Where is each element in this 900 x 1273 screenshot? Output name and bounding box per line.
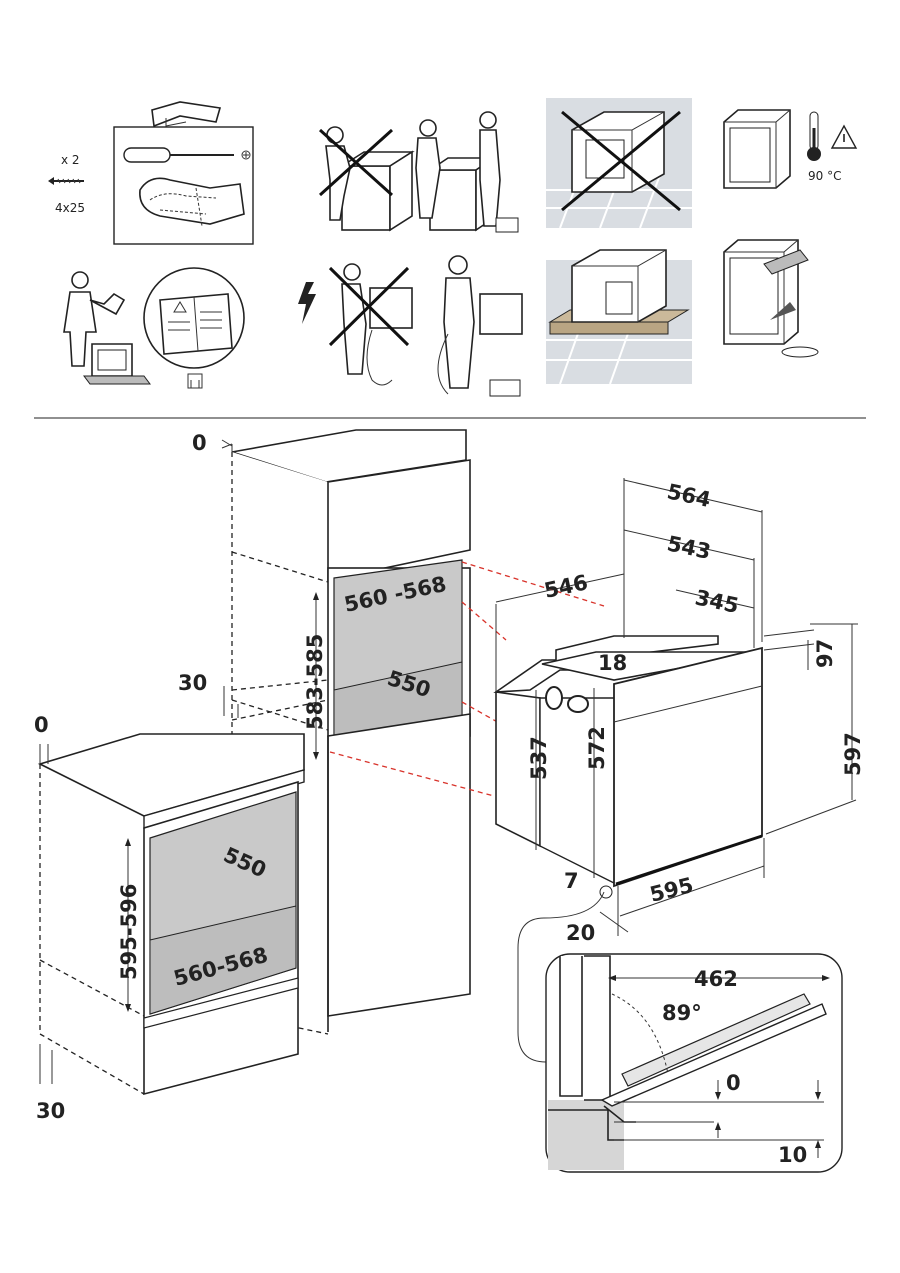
column-top-gap: 0 [192, 431, 207, 455]
oven-panel-top: 97 [813, 639, 837, 668]
oven-on-base-illustration [546, 249, 692, 385]
thermometer-icon [807, 111, 821, 161]
lightning-icon [298, 282, 316, 324]
column-cabinet [221, 429, 471, 1035]
electrical-warning [298, 255, 523, 397]
screw-kit-icon: x 2 4x25 [48, 153, 85, 215]
tools-box [113, 101, 254, 245]
base-top-gap: 0 [34, 713, 49, 737]
screw-size: 4x25 [55, 201, 85, 215]
door-gap-bottom: 10 [778, 1143, 807, 1167]
cabinet-cleaning-illustration [723, 239, 819, 358]
temperature-label: 90 °C [808, 169, 841, 183]
door-angle: 89° [662, 1001, 702, 1025]
oven-front-offset: 20 [566, 921, 595, 945]
oven-body-height: 537 [527, 736, 551, 780]
screw-quantity: x 2 [61, 153, 80, 167]
no-lifting-by-door-warning [546, 98, 692, 229]
base-cutout-height: 595-596 [117, 884, 141, 980]
base-bottom-gap: 30 [36, 1099, 65, 1123]
lifting-warning [318, 111, 519, 233]
door-length: 462 [694, 967, 738, 991]
oven-bottom-gap: 7 [564, 869, 579, 893]
screwdriver-icon [123, 147, 251, 163]
oven-top-offset: 18 [598, 651, 627, 675]
warning-triangle-icon [830, 124, 858, 149]
oven-unit [493, 635, 763, 899]
base-cabinet [37, 733, 305, 1096]
door-detail-inset [517, 891, 843, 1173]
oven-side-depth: 546 [542, 570, 590, 603]
oven-total-depth: 564 [665, 479, 713, 512]
oven-front-height: 597 [841, 732, 865, 776]
oven-inner-height: 572 [585, 726, 609, 770]
read-manual-figure [63, 267, 245, 389]
oven-front-width: 595 [647, 873, 695, 907]
gloves-icon [139, 177, 245, 227]
column-side-gap: 30 [178, 671, 207, 695]
oven-body-depth: 543 [665, 531, 713, 564]
oven-dimension-lines [495, 478, 858, 936]
cabinet-heat-warning: 90 °C [723, 109, 858, 189]
door-gap-top: 0 [726, 1071, 741, 1095]
oven-top-depth: 345 [693, 585, 741, 618]
column-cutout-height: 583-585 [303, 634, 327, 730]
red-alignment-lines [329, 561, 605, 797]
